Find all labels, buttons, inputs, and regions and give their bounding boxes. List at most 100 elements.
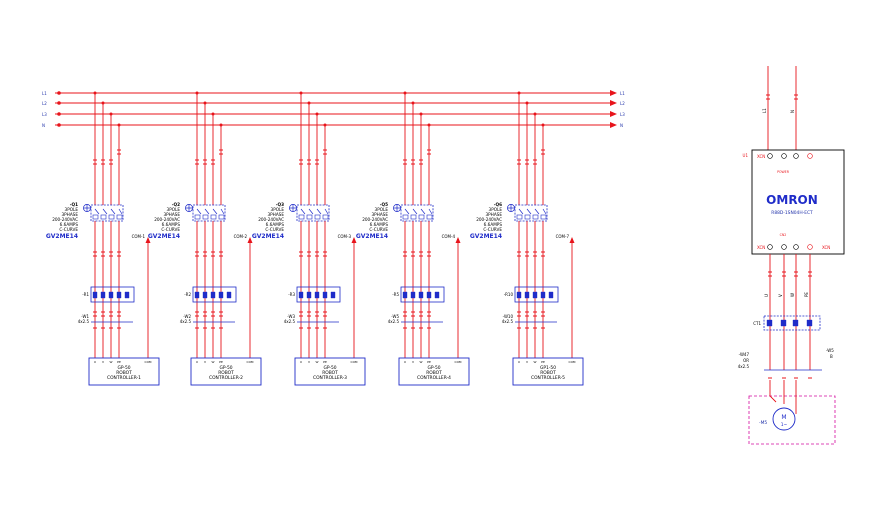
load-box — [88, 357, 160, 386]
terminal-block-icon — [766, 319, 813, 327]
load-terminal: U — [518, 360, 520, 364]
wire-marker-icon — [195, 311, 223, 329]
load-box — [190, 357, 262, 386]
breaker-spec: -Q5 — [380, 202, 388, 207]
load-terminal: PE — [219, 360, 223, 364]
load-terminal: PE — [323, 360, 327, 364]
breaker-spec: 3PHASE — [61, 212, 78, 217]
breaker-handle-icon — [83, 204, 91, 212]
com-arrow-icon — [247, 237, 253, 243]
breaker-trip-icon — [194, 214, 201, 220]
cable-or: OR — [743, 358, 749, 363]
junction-dot — [109, 112, 113, 116]
drive-model: R88D-1SN04H-ECT — [771, 210, 813, 216]
junction-dot — [299, 91, 303, 95]
load-terminal: COM — [454, 360, 461, 364]
wire-marker-icon — [403, 311, 431, 329]
breaker-trip-icon — [402, 214, 409, 220]
breaker-spec: 3POLE — [65, 207, 79, 212]
load-name: CONTROLLER-5 — [531, 375, 565, 381]
junction-dot — [411, 101, 415, 105]
relay-coil-icon — [516, 291, 554, 299]
junction-dot — [101, 101, 105, 105]
out-wire-tag: PE — [804, 292, 809, 297]
wire-marker-icon — [93, 149, 121, 165]
load-name: ROBOT — [426, 370, 442, 376]
wire-marker-icon — [517, 149, 545, 165]
terminal-screw-icon — [793, 244, 799, 250]
breaker-model: GV2ME14 — [470, 233, 502, 240]
com-label: COM-1 — [132, 234, 146, 239]
load-terminal: U — [300, 360, 302, 364]
load-terminal: COM — [568, 360, 575, 364]
breaker-trip-icon — [314, 214, 321, 220]
wire-marker-icon — [768, 271, 812, 277]
breaker-contacts-icon — [196, 208, 225, 215]
load-terminal: PE — [117, 360, 121, 364]
relay-coil-icon — [92, 291, 130, 299]
wire-marker-icon — [517, 311, 545, 329]
breaker-contacts-icon — [518, 208, 547, 215]
cable-size: 4x2.5 — [180, 319, 192, 324]
breaker-spec: 200-240VAC — [154, 217, 180, 222]
relay-block — [192, 286, 237, 303]
branch-group-5: -Q6 3POLE 3PHASE 200-240VAC 6.6AMPS C-CU… — [470, 91, 584, 386]
breaker-spec: 6.6AMPS — [266, 222, 285, 227]
breaker-spec: 3POLE — [489, 207, 503, 212]
relay-block — [400, 286, 445, 303]
breaker-spec: 200-240VAC — [258, 217, 284, 222]
relay-block — [296, 286, 341, 303]
junction-dot — [307, 101, 311, 105]
breaker-spec: C-CURVE — [265, 227, 284, 232]
breaker-body — [90, 204, 124, 222]
load-terminal: COM — [144, 360, 151, 364]
relay-label: -R1 — [82, 292, 89, 297]
motor-tag: -M5 — [759, 420, 767, 426]
breaker-body — [514, 204, 548, 222]
load-terminal: W — [110, 360, 113, 364]
ground-terminal-icon — [807, 244, 813, 250]
load-terminal: W — [316, 360, 319, 364]
junction-dot — [93, 91, 97, 95]
cable-tag: -W47 — [739, 352, 750, 357]
cable-tag: -W2 — [183, 314, 191, 319]
breaker-spec: C-CURVE — [161, 227, 180, 232]
wire-marker-icon — [195, 251, 223, 257]
breaker-trip-icon — [306, 214, 313, 220]
relay-label: -R10 — [504, 292, 514, 297]
junction-dot — [219, 123, 223, 127]
breaker-model: GV2ME14 — [46, 233, 78, 240]
wire-marker-icon — [299, 251, 327, 257]
breaker-spec: 200-240VAC — [362, 217, 388, 222]
load-box — [294, 357, 366, 386]
motor-symbol: M — [781, 414, 786, 421]
breaker-spec: C-CURVE — [369, 227, 388, 232]
breaker-spec: -Q1 — [70, 202, 78, 207]
breaker-model: GV2ME14 — [356, 233, 388, 240]
xcn-top-label: XCN — [757, 154, 765, 159]
out-wire-tag: U — [764, 294, 769, 297]
motor-frame — [748, 395, 836, 445]
breaker-trip-icon — [100, 214, 107, 220]
breaker-contacts-icon — [94, 208, 123, 215]
junction-dot — [315, 112, 319, 116]
supply-tag: N — [790, 110, 795, 113]
wire-marker-icon — [517, 251, 545, 257]
com-label: COM-4 — [442, 234, 456, 239]
relay-label: -R5 — [392, 292, 399, 297]
junction-dot — [541, 123, 545, 127]
breaker-trip-icon — [418, 214, 425, 220]
bus-right-tag: L2 — [620, 101, 625, 106]
cable-tag: -W10 — [503, 314, 514, 319]
busbar: L1 L2 L3 N L1 L2 L3 N — [42, 90, 625, 128]
breaker-spec: 3POLE — [271, 207, 285, 212]
breaker-trip-icon — [116, 214, 123, 220]
breaker-trip-icon — [322, 214, 329, 220]
bus-start-terminal — [57, 91, 61, 95]
cable-size: 4x2.5 — [284, 319, 296, 324]
relay-coil-icon — [298, 291, 336, 299]
branch-group-4: -Q5 3POLE 3PHASE 200-240VAC 6.6AMPS C-CU… — [356, 91, 470, 386]
ct-label: CT1 — [753, 321, 761, 326]
omron-logo: OMRON — [766, 193, 818, 207]
